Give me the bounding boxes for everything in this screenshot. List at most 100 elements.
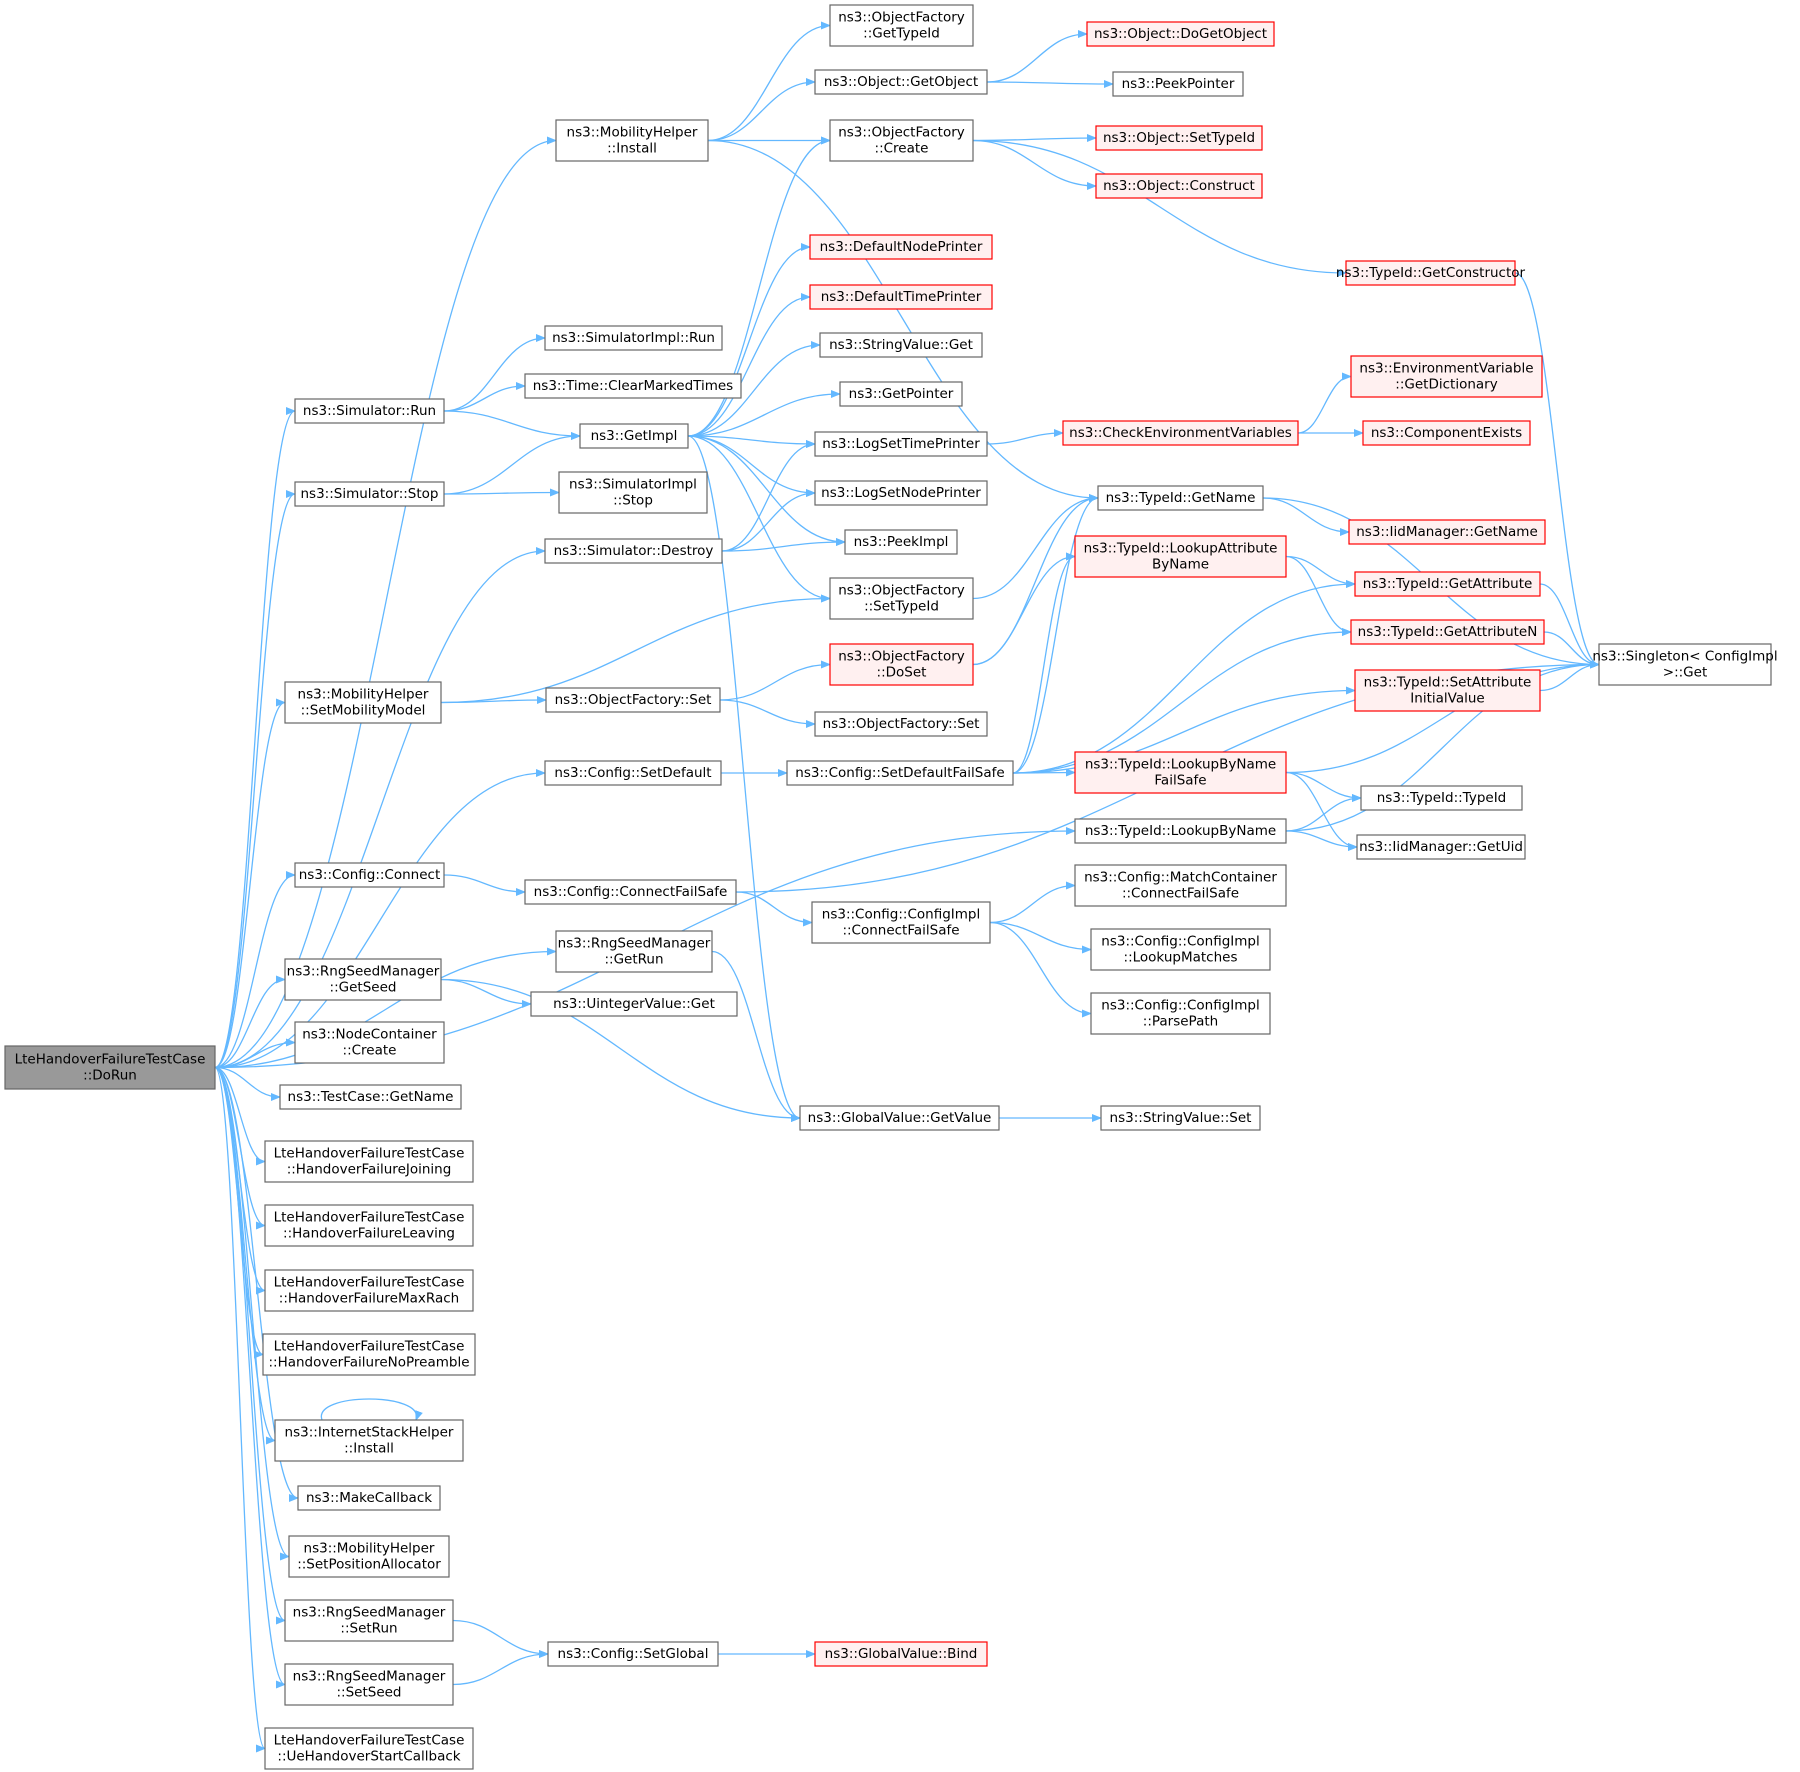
node-cfg_setdefault[interactable]: ns3::Config::SetDefault <box>544 760 722 786</box>
node-logsetnodeprinter[interactable]: ns3::LogSetNodePrinter <box>814 480 988 506</box>
node-label: LteHandoverFailureTestCase <box>274 1210 465 1226</box>
node-label: ns3::EnvironmentVariable <box>1359 361 1533 377</box>
node-gv_bind[interactable]: ns3::GlobalValue::Bind <box>814 1641 988 1667</box>
node-of_set1[interactable]: ns3::ObjectFactory::Set <box>545 687 721 713</box>
node-of_create[interactable]: ns3::ObjectFactory::Create <box>829 119 974 162</box>
node-defaulttimeprinter[interactable]: ns3::DefaultTimePrinter <box>809 284 993 310</box>
node-stringvalue_set[interactable]: ns3::StringValue::Set <box>1100 1105 1261 1131</box>
edge-ci_connectfs-to-ci_parsepath <box>989 921 1092 1018</box>
node-logsettimeprinter[interactable]: ns3::LogSetTimePrinter <box>814 431 988 457</box>
node-tid_lookupbyname[interactable]: ns3::TypeId::LookupByName <box>1074 818 1287 844</box>
node-of_doset[interactable]: ns3::ObjectFactory::DoSet <box>829 643 974 686</box>
node-label: ns3::Config::MatchContainer <box>1084 870 1277 886</box>
node-tid_getattribute[interactable]: ns3::TypeId::GetAttribute <box>1354 571 1541 597</box>
node-box <box>814 480 988 506</box>
node-time_clearmarked[interactable]: ns3::Time::ClearMarkedTimes <box>524 373 742 399</box>
node-tid_typeid[interactable]: ns3::TypeId::TypeId <box>1360 785 1523 811</box>
node-ci_connectfs[interactable]: ns3::Config::ConfigImpl::ConnectFailSafe <box>811 901 991 944</box>
node-mh_install[interactable]: ns3::MobilityHelper::Install <box>555 119 709 162</box>
node-root[interactable]: LteHandoverFailureTestCase::DoRun <box>4 1045 216 1090</box>
node-env_getdict[interactable]: ns3::EnvironmentVariable::GetDictionary <box>1350 355 1543 398</box>
node-getimpl[interactable]: ns3::GetImpl <box>579 423 689 449</box>
node-label: ::GetTypeId <box>863 26 940 42</box>
node-label: ns3::TypeId::GetConstructor <box>1336 265 1526 281</box>
node-stringvalue_get[interactable]: ns3::StringValue::Get <box>819 332 983 358</box>
node-box <box>294 1021 445 1064</box>
node-rsm_setseed[interactable]: ns3::RngSeedManager::SetSeed <box>284 1663 454 1706</box>
node-of_gettypeid[interactable]: ns3::ObjectFactory::GetTypeId <box>829 4 974 47</box>
node-label: ns3::PeekPointer <box>1122 76 1235 92</box>
node-label: ns3::CheckEnvironmentVariables <box>1069 425 1292 441</box>
node-obj_dogetobject[interactable]: ns3::Object::DoGetObject <box>1086 21 1275 47</box>
node-nc_create[interactable]: ns3::NodeContainer::Create <box>294 1021 445 1064</box>
node-cfg_setglobal[interactable]: ns3::Config::SetGlobal <box>547 1641 719 1667</box>
node-box <box>814 1641 988 1667</box>
node-label: ns3::GlobalValue::GetValue <box>808 1110 992 1126</box>
node-ci_lookupmatches[interactable]: ns3::Config::ConfigImpl::LookupMatches <box>1090 928 1271 971</box>
node-makecallback[interactable]: ns3::MakeCallback <box>297 1485 441 1511</box>
node-box <box>1090 928 1271 971</box>
node-getpointer[interactable]: ns3::GetPointer <box>839 381 963 407</box>
node-rsm_getrun[interactable]: ns3::RngSeedManager::GetRun <box>555 930 713 973</box>
node-cfg_connect[interactable]: ns3::Config::Connect <box>294 862 445 888</box>
node-sim_destroy[interactable]: ns3::Simulator::Destroy <box>544 538 723 564</box>
node-cfg_setdefaultfs[interactable]: ns3::Config::SetDefaultFailSafe <box>786 760 1014 786</box>
node-of_set2[interactable]: ns3::ObjectFactory::Set <box>814 711 988 737</box>
node-hf_maxrach[interactable]: LteHandoverFailureTestCase::HandoverFail… <box>264 1269 474 1312</box>
node-iid_getuid[interactable]: ns3::IidManager::GetUid <box>1356 834 1526 860</box>
node-uintegervalue_get[interactable]: ns3::UintegerValue::Get <box>530 991 738 1017</box>
node-of_settypeid[interactable]: ns3::ObjectFactory::SetTypeId <box>829 577 974 620</box>
edge-logsettimeprinter-to-checkenv <box>986 429 1064 445</box>
edge-root-to-sim_stop <box>214 490 296 1069</box>
node-iid_getname[interactable]: ns3::IidManager::GetName <box>1348 519 1546 545</box>
node-componentexists[interactable]: ns3::ComponentExists <box>1362 420 1531 446</box>
node-tid_getattributen[interactable]: ns3::TypeId::GetAttributeN <box>1350 619 1545 645</box>
node-tid_getname[interactable]: ns3::TypeId::GetName <box>1097 485 1264 511</box>
node-peekimpl[interactable]: ns3::PeekImpl <box>844 529 958 555</box>
node-ue_hostartcb[interactable]: LteHandoverFailureTestCase::UeHandoverSt… <box>264 1727 474 1770</box>
node-rsm_getseed[interactable]: ns3::RngSeedManager::GetSeed <box>284 958 442 1001</box>
node-box <box>1354 571 1541 597</box>
node-box <box>829 643 974 686</box>
edge-tid_getattributen-to-singleton_get <box>1543 631 1600 669</box>
node-box <box>1348 519 1546 545</box>
edge-root-to-ish_install <box>214 1066 276 1445</box>
node-box <box>544 538 723 564</box>
node-mh_setmobility[interactable]: ns3::MobilityHelper::SetMobilityModel <box>284 681 442 724</box>
node-label: ns3::GetImpl <box>591 428 678 444</box>
node-hf_leaving[interactable]: LteHandoverFailureTestCase::HandoverFail… <box>264 1204 474 1247</box>
node-box <box>819 332 983 358</box>
node-mh_setposalloc[interactable]: ns3::MobilityHelper::SetPositionAllocato… <box>288 1535 450 1578</box>
node-peekpointer[interactable]: ns3::PeekPointer <box>1112 71 1244 97</box>
node-sim_stop[interactable]: ns3::Simulator::Stop <box>294 481 445 507</box>
node-label: ns3::Simulator::Destroy <box>554 543 714 559</box>
node-box <box>524 373 742 399</box>
node-box <box>264 1727 474 1770</box>
node-defaultnodeprinter[interactable]: ns3::DefaultNodePrinter <box>809 234 993 260</box>
node-obj_construct[interactable]: ns3::Object::Construct <box>1095 173 1263 199</box>
node-obj_getobject[interactable]: ns3::Object::GetObject <box>814 69 988 95</box>
node-simimpl_run[interactable]: ns3::SimulatorImpl::Run <box>544 325 723 351</box>
node-ish_install[interactable]: ns3::InternetStackHelper::Install <box>274 1419 464 1462</box>
node-rsm_setrun[interactable]: ns3::RngSeedManager::SetRun <box>284 1599 454 1642</box>
node-hf_nopreamble[interactable]: LteHandoverFailureTestCase::HandoverFail… <box>262 1333 476 1376</box>
node-simimpl_stop[interactable]: ns3::SimulatorImpl::Stop <box>558 471 708 514</box>
node-checkenv[interactable]: ns3::CheckEnvironmentVariables <box>1062 420 1299 446</box>
node-box <box>1074 864 1287 907</box>
node-hf_joining[interactable]: LteHandoverFailureTestCase::HandoverFail… <box>264 1140 474 1183</box>
edge-obj_getobject-to-peekpointer <box>986 79 1114 88</box>
node-singleton_get[interactable]: ns3::Singleton< ConfigImpl >::Get <box>1592 643 1778 686</box>
node-label: ns3::TypeId::SetAttribute <box>1364 675 1532 691</box>
node-gv_getvalue[interactable]: ns3::GlobalValue::GetValue <box>799 1105 1000 1131</box>
node-tc_getname[interactable]: ns3::TestCase::GetName <box>279 1084 462 1110</box>
node-ci_parsepath[interactable]: ns3::Config::ConfigImpl::ParsePath <box>1090 992 1271 1035</box>
node-tid_getconstructor[interactable]: ns3::TypeId::GetConstructor <box>1336 260 1526 286</box>
node-sim_run[interactable]: ns3::Simulator::Run <box>294 398 445 424</box>
node-cfg_connectfs[interactable]: ns3::Config::ConnectFailSafe <box>524 879 737 905</box>
node-obj_settypeid[interactable]: ns3::Object::SetTypeId <box>1095 125 1263 151</box>
node-label: LteHandoverFailureTestCase <box>274 1275 465 1291</box>
node-mc_connectfs[interactable]: ns3::Config::MatchContainer::ConnectFail… <box>1074 864 1287 907</box>
